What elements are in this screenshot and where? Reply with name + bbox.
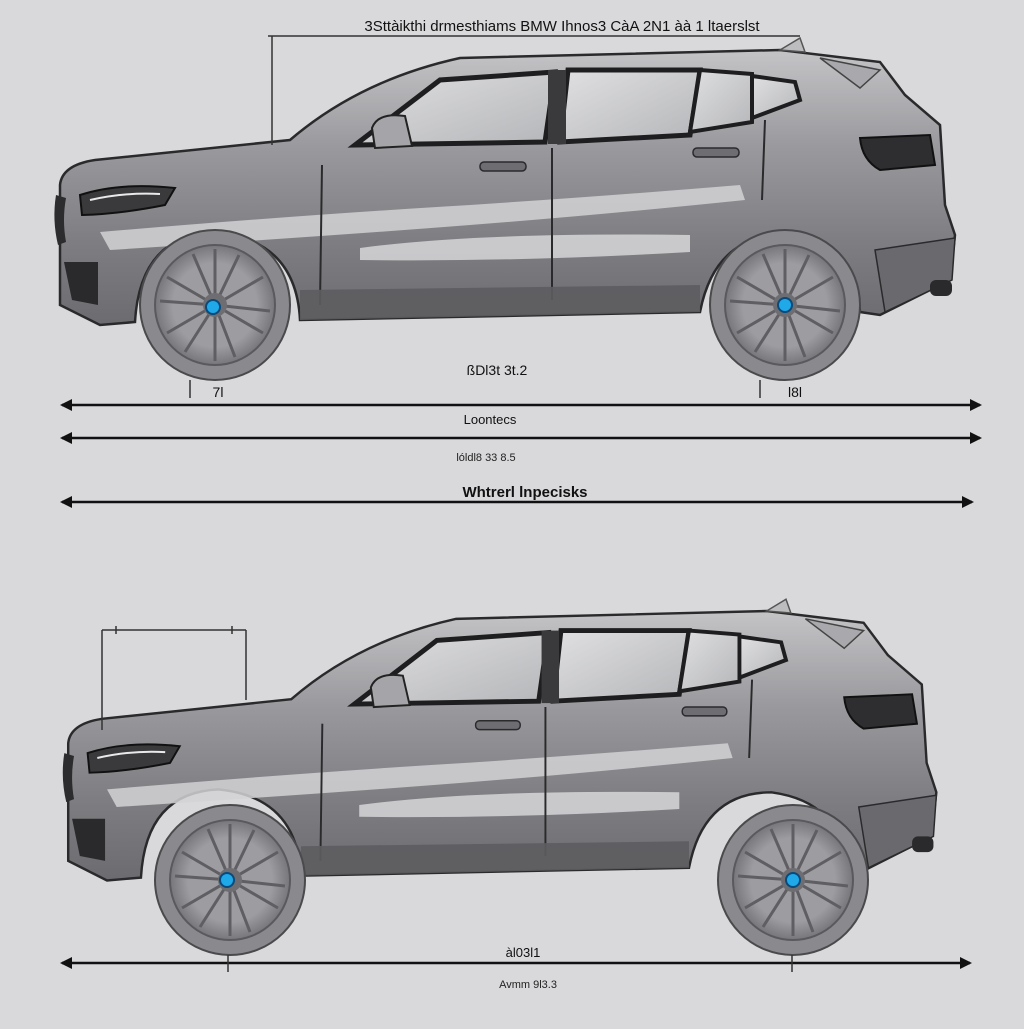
- wheel-dimension-label: Whtrerl lnpecisks: [462, 484, 587, 501]
- top-small-note: lóldl8 33 8.5: [456, 452, 515, 464]
- bmw-roundel-icon: [777, 297, 793, 313]
- top-front-mark: 7l: [213, 384, 224, 400]
- bottom-wheelbase-label: àl03l1: [506, 945, 541, 960]
- top-wheelbase-label: ßDl3t 3t.2: [467, 362, 528, 378]
- bottom-height-dimension: [101, 626, 247, 730]
- diagram-title: 3Sttàikthi drmesthiams BMW Ihnos3 CàA 2N…: [364, 18, 760, 35]
- top-wheel-ticks: [189, 380, 761, 398]
- bottom-car-side-view: [63, 599, 937, 957]
- bottom-note: Avmm 9l3.3: [499, 979, 557, 991]
- bmw-roundel-icon: [785, 872, 801, 888]
- top-car-side-view: [54, 38, 955, 382]
- bmw-roundel-icon: [219, 872, 235, 888]
- bmw-roundel-icon: [205, 299, 221, 315]
- top-length-label: Loontecs: [464, 412, 517, 427]
- bottom-wheel-ticks: [227, 955, 793, 972]
- top-height-dimension: [268, 35, 800, 145]
- top-rear-mark: l8l: [788, 384, 802, 400]
